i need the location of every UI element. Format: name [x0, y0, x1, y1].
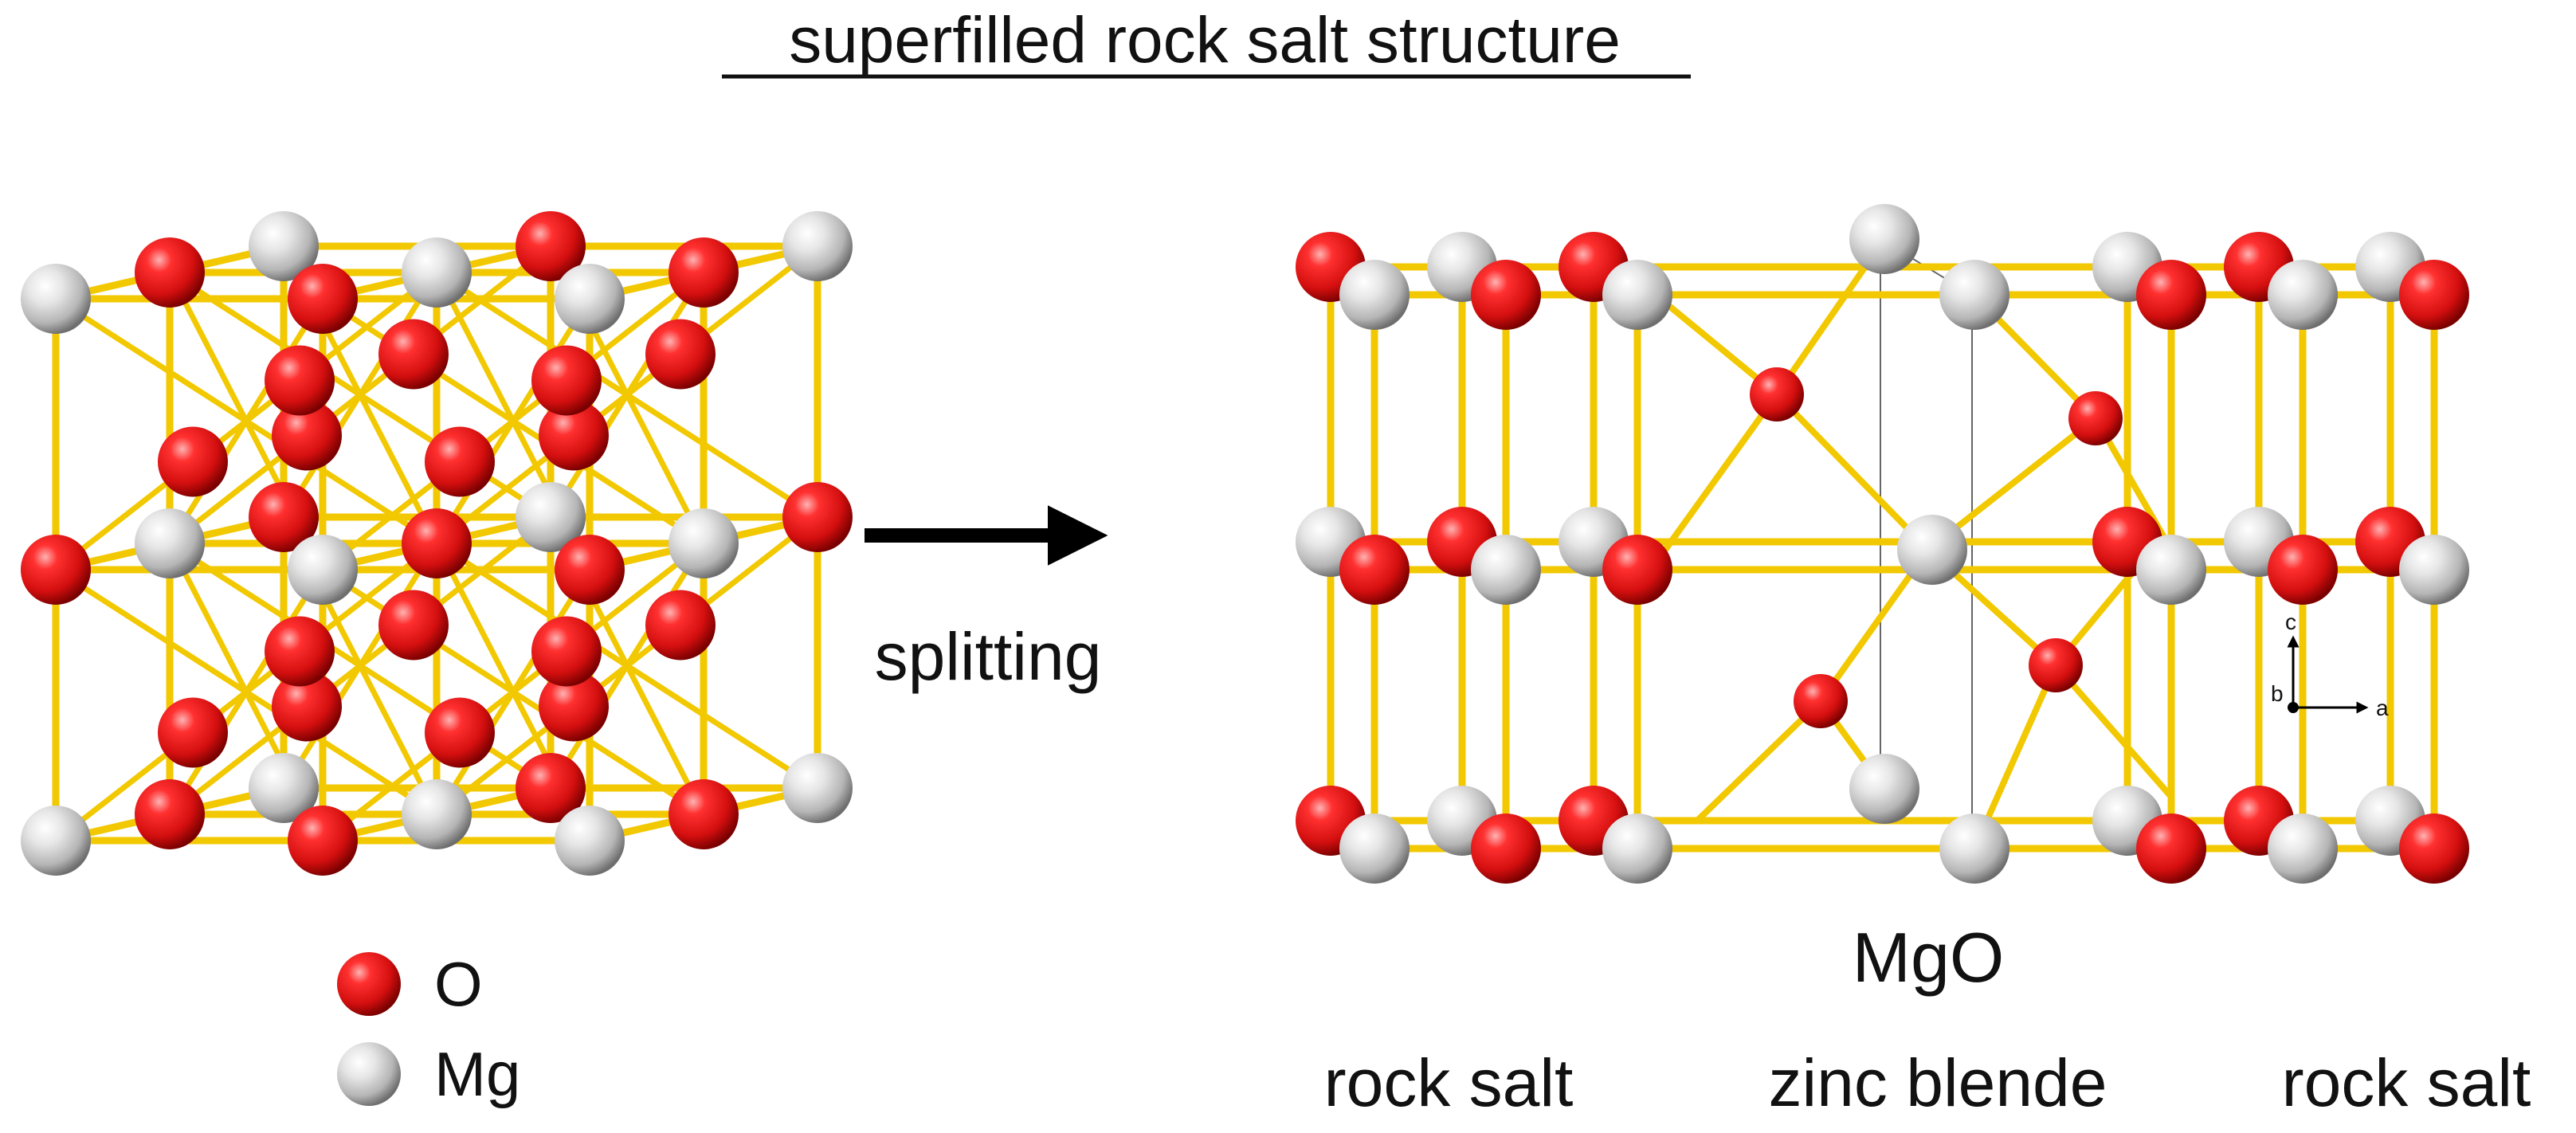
magnesium-atom	[1339, 260, 1410, 330]
legend-magnesium-swatch	[337, 1042, 401, 1106]
oxygen-atom	[645, 590, 716, 661]
magnesium-atom	[1939, 813, 2009, 884]
oxygen-atom	[1339, 535, 1410, 605]
magnesium-atom	[2399, 535, 2469, 605]
oxygen-atom	[272, 671, 342, 742]
oxygen-atom	[158, 426, 228, 497]
oxygen-atom	[425, 426, 495, 497]
magnesium-atom	[1602, 813, 1672, 884]
oxygen-atom	[1471, 813, 1541, 884]
magnesium-atom	[555, 264, 625, 334]
oxygen-atom	[272, 400, 342, 471]
oxygen-atom	[425, 697, 495, 768]
oxygen-atom	[21, 535, 91, 605]
legend-oxygen-swatch	[337, 952, 401, 1016]
oxygen-atom	[531, 345, 602, 416]
magnesium-atom	[2136, 535, 2206, 605]
magnesium-atom	[249, 753, 319, 823]
splitting-label: splitting	[875, 619, 1102, 694]
oxygen-atom	[265, 616, 335, 687]
magnesium-atom	[516, 482, 586, 552]
magnesium-atom	[1339, 813, 1410, 884]
figure-title: superfilled rock salt structure	[789, 4, 1621, 76]
magnesium-atom	[669, 508, 739, 578]
magnesium-atom	[555, 806, 625, 876]
magnesium-atom	[782, 753, 853, 823]
diagonal-bond	[433, 269, 821, 520]
oxygen-atom	[2136, 813, 2206, 884]
oxygen-atom	[158, 697, 228, 768]
oxygen-atom	[249, 482, 319, 552]
oxygen-atom	[288, 806, 358, 876]
magnesium-atom	[1939, 260, 2009, 330]
oxygen-atom	[539, 671, 609, 742]
axis-indicator: c b a	[2271, 610, 2389, 720]
axis-label-b: b	[2271, 681, 2284, 706]
magnesium-atom	[1897, 515, 1967, 585]
region-label-zinc-blende: zinc blende	[1769, 1045, 2107, 1120]
magnesium-atom	[402, 779, 472, 849]
magnesium-atom	[288, 535, 358, 605]
oxygen-atom	[288, 264, 358, 334]
magnesium-atom	[782, 211, 853, 281]
region-label-rock-salt-right: rock salt	[2282, 1045, 2531, 1120]
oxygen-atom	[1471, 260, 1541, 330]
region-label-rock-salt-left: rock salt	[1324, 1045, 1574, 1120]
oxygen-atom	[669, 779, 739, 849]
oxygen-atom	[2029, 638, 2083, 692]
magnesium-atom	[21, 806, 91, 876]
oxygen-atom	[539, 400, 609, 471]
magnesium-atom	[2268, 813, 2338, 884]
oxygen-atom	[2399, 813, 2469, 884]
legend-oxygen-label: O	[434, 949, 483, 1019]
oxygen-atom	[645, 319, 716, 390]
axis-label-a: a	[2376, 696, 2389, 720]
oxygen-atom	[516, 211, 586, 281]
oxygen-atom	[265, 345, 335, 416]
magnesium-atom	[1849, 204, 1919, 274]
oxygen-atom	[378, 590, 449, 661]
oxygen-atom	[402, 508, 472, 578]
magnesium-atom	[1849, 754, 1919, 824]
magnesium-atom	[21, 264, 91, 334]
legend-magnesium-label: Mg	[434, 1039, 520, 1109]
zincblende-bond	[2053, 662, 2174, 800]
oxygen-atom	[2399, 260, 2469, 330]
left-structure-atoms	[21, 211, 853, 876]
legend: O Mg	[337, 949, 520, 1109]
oxygen-atom	[1750, 367, 1804, 421]
diagonal-bond	[53, 296, 440, 547]
magnesium-atom	[1471, 535, 1541, 605]
oxygen-atom	[2068, 391, 2123, 445]
oxygen-atom	[531, 616, 602, 687]
oxygen-atom	[378, 319, 449, 390]
oxygen-atom	[2136, 260, 2206, 330]
oxygen-atom	[669, 237, 739, 308]
oxygen-atom	[555, 535, 625, 605]
zincblende-bond	[1774, 391, 1931, 553]
oxygen-atom	[516, 753, 586, 823]
axis-label-c: c	[2285, 610, 2296, 634]
zincblende-bond	[1662, 391, 1780, 553]
magnesium-atom	[2268, 260, 2338, 330]
right-structure-atoms	[1296, 204, 2469, 884]
oxygen-atom	[1602, 535, 1672, 605]
formula-label: MgO	[1853, 918, 2005, 997]
oxygen-atom	[1794, 674, 1848, 728]
magnesium-atom	[1602, 260, 1672, 330]
magnesium-atom	[402, 237, 472, 308]
magnesium-atom	[135, 508, 205, 578]
zincblende-bond	[1694, 698, 1824, 824]
magnesium-atom	[249, 211, 319, 281]
oxygen-atom	[2268, 535, 2338, 605]
oxygen-atom	[135, 237, 205, 308]
diagonal-bond	[433, 540, 821, 791]
oxygen-atom	[135, 779, 205, 849]
diagonal-bond	[53, 566, 440, 817]
oxygen-atom	[782, 482, 853, 552]
